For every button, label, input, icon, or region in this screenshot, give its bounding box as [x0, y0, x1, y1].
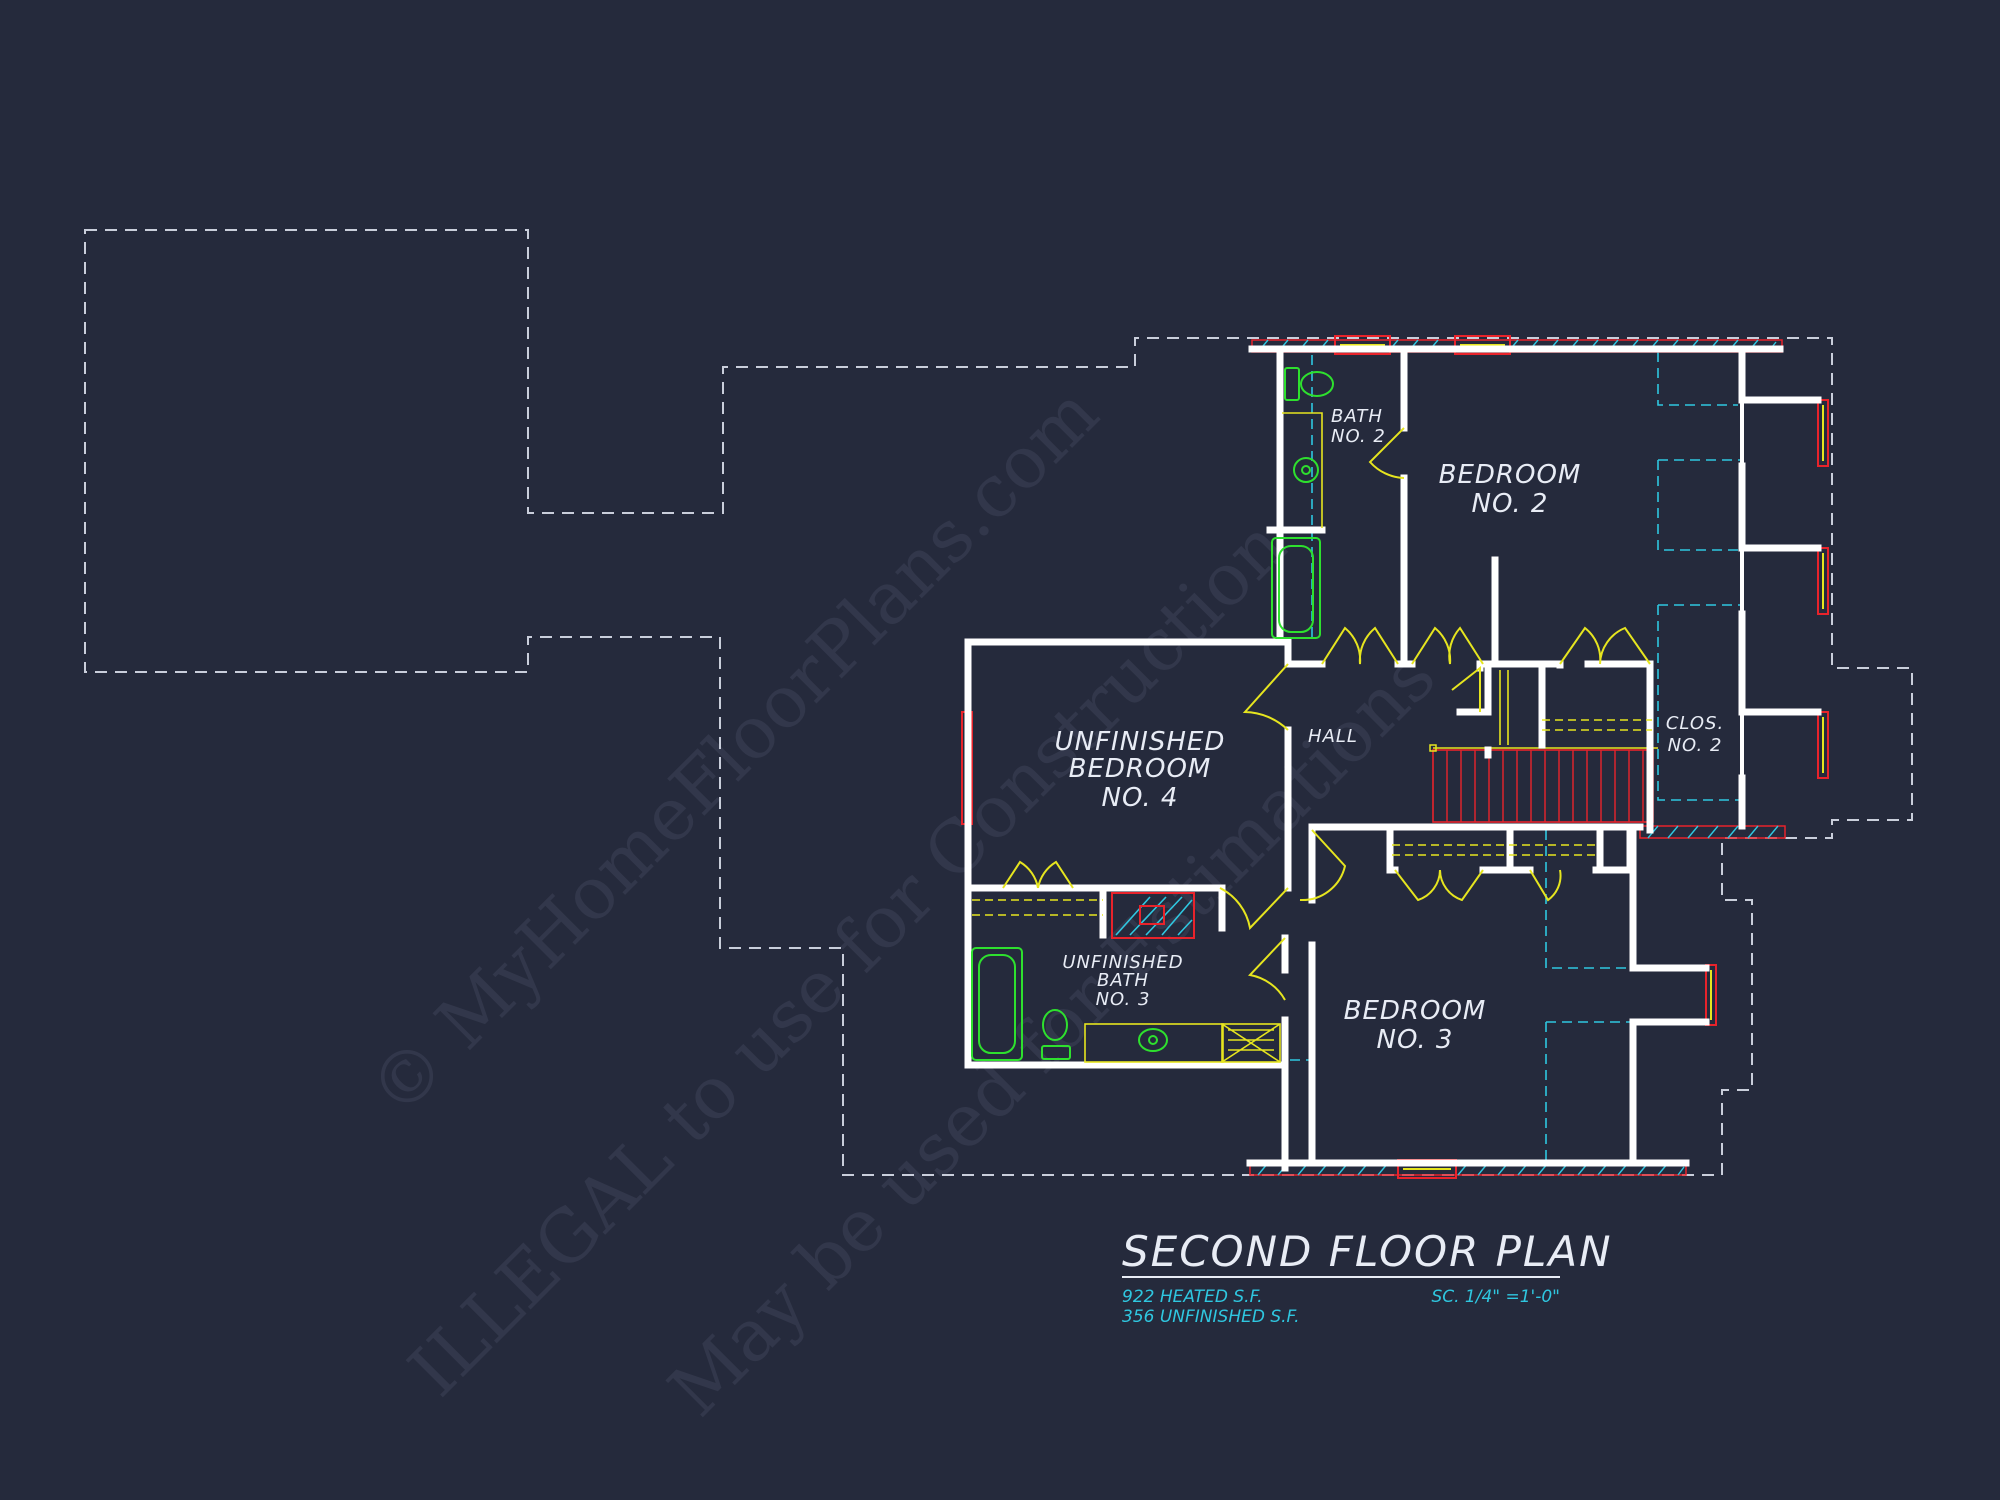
unfinished-sf: 356 UNFINISHED S.F.: [1122, 1307, 1300, 1327]
bedroom2-label-line1: BEDROOM: [1439, 460, 1582, 490]
chase-block: [1111, 892, 1195, 939]
toilet-bath3: [1042, 1009, 1068, 1041]
toilet-tank-bath2: [1284, 367, 1300, 401]
bedroom3-label-line2: NO. 3: [1377, 1025, 1454, 1055]
clos2-label-line1: CLOS.: [1666, 713, 1724, 734]
fixtures: [971, 367, 1334, 1061]
bedroom2-label-line2: NO. 2: [1472, 489, 1549, 519]
clos2-label-line2: NO. 2: [1668, 735, 1723, 756]
bedroom4-label-line1: UNFINISHED: [1055, 727, 1226, 757]
heated-sf: 922 HEATED S.F.: [1122, 1287, 1263, 1307]
door-swings: [1002, 427, 1651, 1001]
sink-bath2: [1293, 457, 1319, 483]
bathtub-bath2: [1271, 537, 1321, 639]
hall-label: HALL: [1308, 726, 1358, 747]
bedroom3-label-line1: BEDROOM: [1344, 996, 1487, 1026]
staircase: [1429, 744, 1658, 823]
room-labels: BATH NO. 2 BEDROOM NO. 2 UNFINISHED BEDR…: [1055, 406, 1724, 1055]
bath2-label-line1: BATH: [1331, 406, 1383, 427]
title-block: SECOND FLOOR PLAN 922 HEATED S.F. 356 UN…: [1122, 1227, 1612, 1327]
bath3-label-line1: UNFINISHED: [1062, 952, 1183, 973]
bedroom4-label-line3: NO. 4: [1102, 783, 1179, 813]
bedroom4-label-line2: BEDROOM: [1069, 754, 1212, 784]
hidden-lines: [1290, 352, 1740, 1160]
walls: [964, 345, 1822, 1172]
sink-bath3: [1138, 1028, 1168, 1052]
first-floor-outline: [84, 229, 1913, 1176]
toilet-bowl-bath2: [1300, 371, 1334, 397]
bath3-label-line3: NO. 3: [1096, 989, 1151, 1010]
plan-title: SECOND FLOOR PLAN: [1122, 1227, 1612, 1276]
closet-shelves: [972, 670, 1652, 916]
bath3-label-line2: BATH: [1097, 970, 1149, 991]
bath2-label-line2: NO. 2: [1331, 426, 1386, 447]
vanities: [1084, 412, 1323, 1063]
scale-note: SC. 1/4" =1'-0": [1431, 1287, 1560, 1307]
bathtub-bath3: [971, 947, 1023, 1061]
